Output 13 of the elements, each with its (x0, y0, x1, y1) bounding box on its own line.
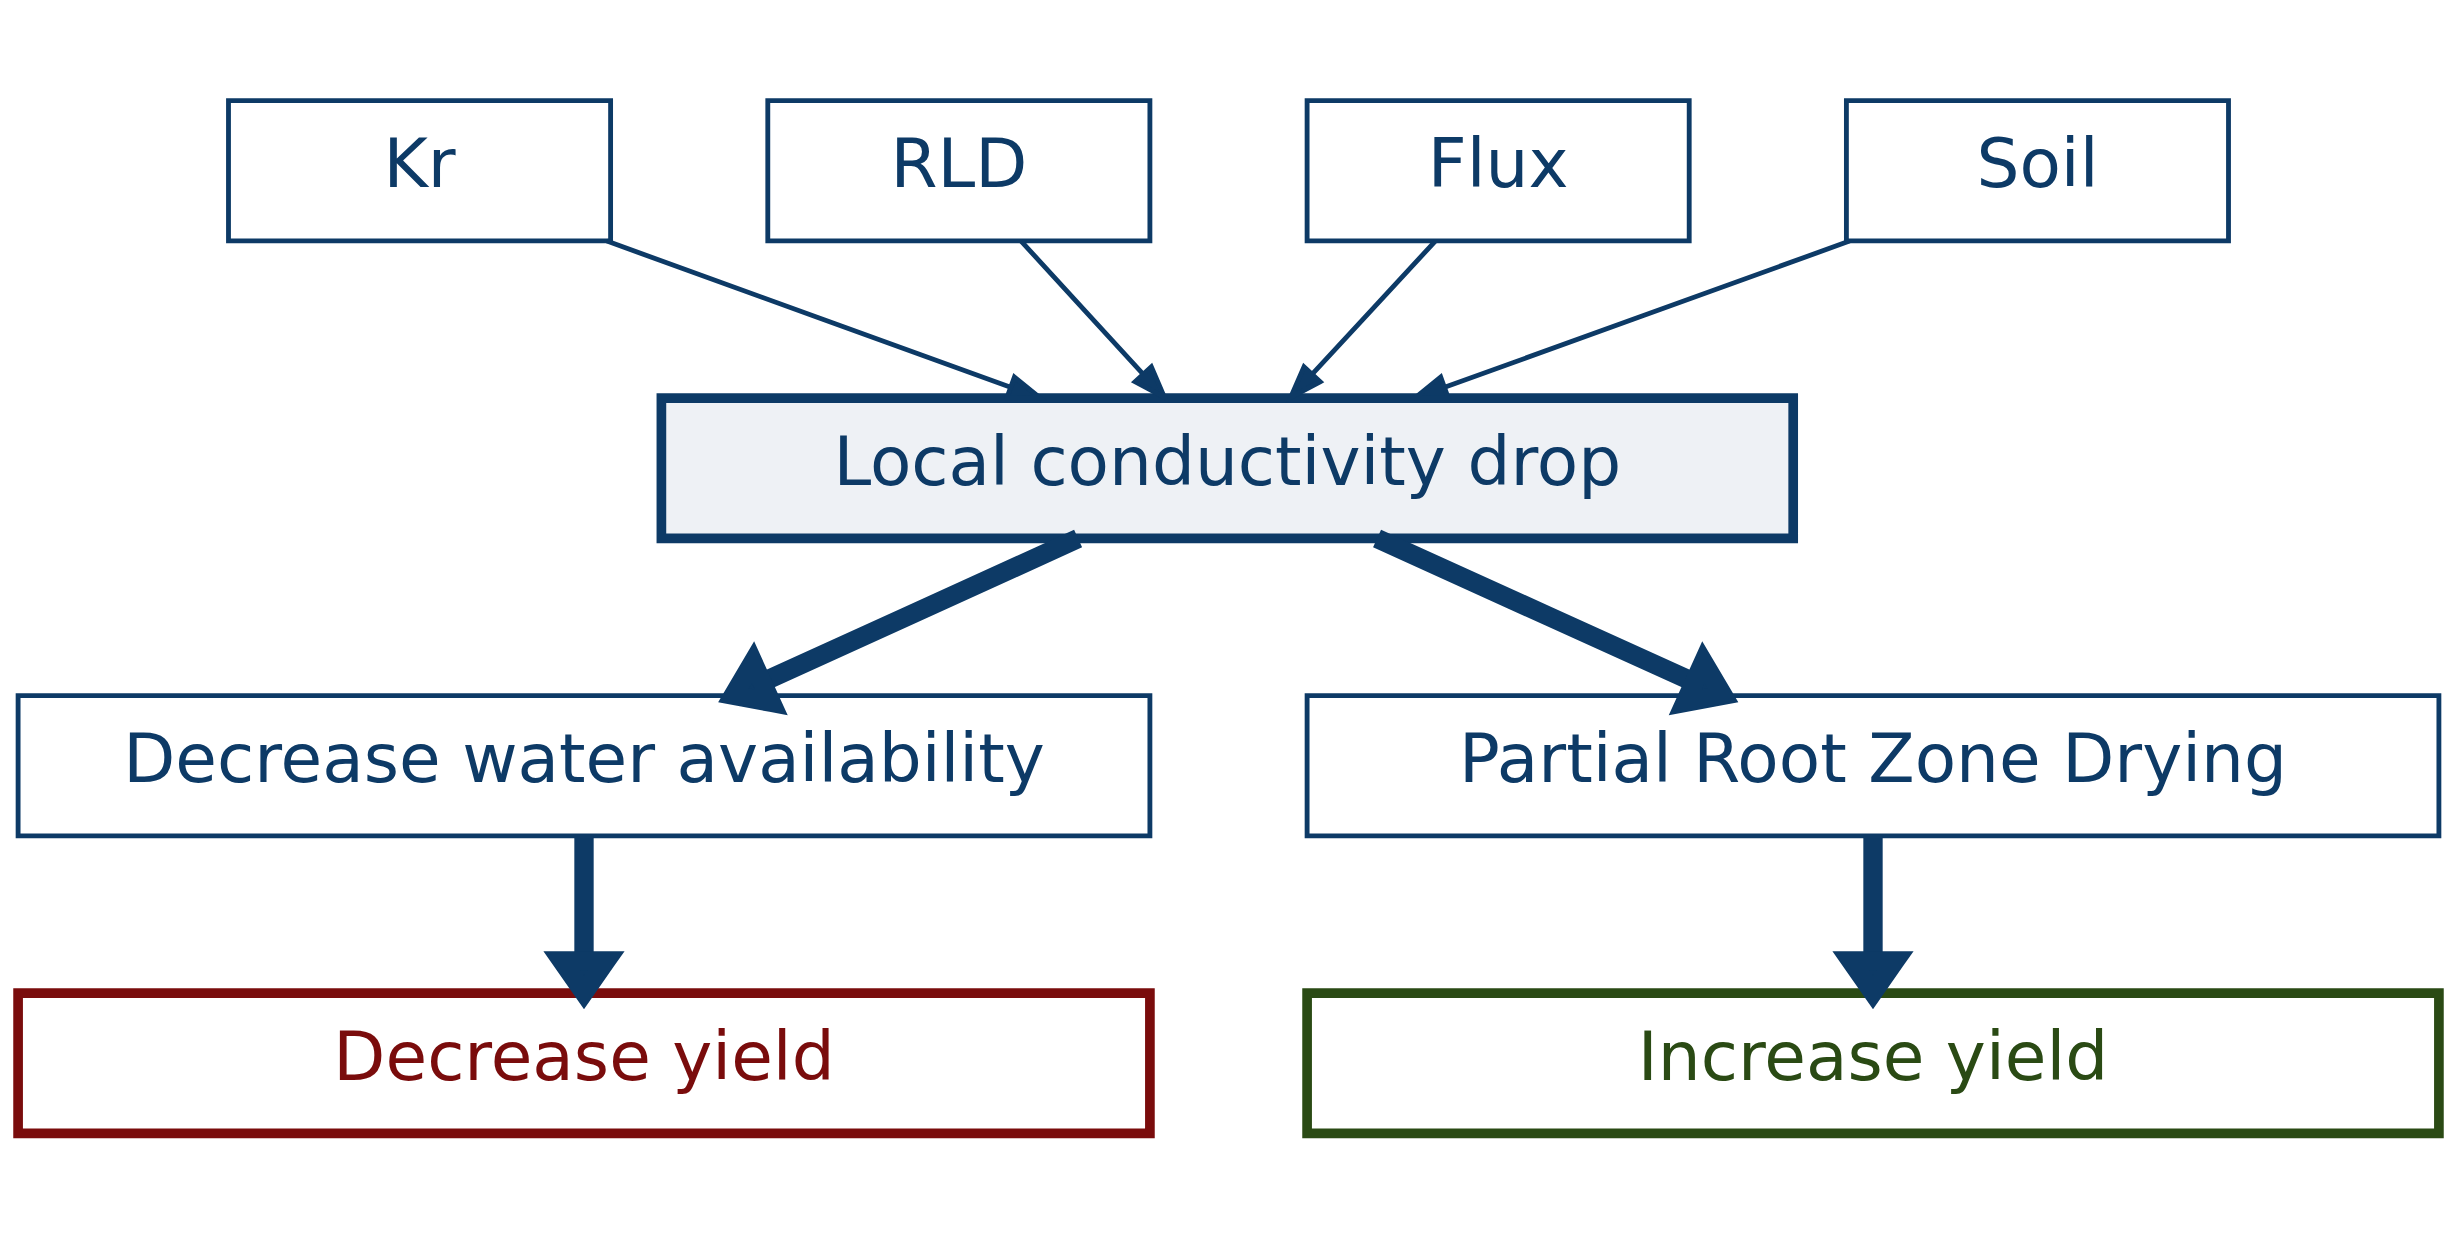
node-box: Partial Root Zone Drying (1304, 692, 2442, 838)
node-box: Kr (226, 97, 613, 243)
arrow (1373, 529, 1739, 715)
node-box: Increase yield (1302, 987, 2444, 1138)
node-box: Decrease yield (13, 987, 1155, 1138)
node-box: Soil (1844, 97, 2231, 243)
node-box: RLD (765, 97, 1153, 243)
arrow (718, 529, 1083, 715)
node-box: Local conductivity drop (656, 392, 1799, 543)
node-box: Flux (1304, 97, 1692, 243)
arrow (543, 835, 625, 1009)
node-box: Decrease water availability (15, 692, 1153, 838)
arrow (1832, 835, 1914, 1009)
